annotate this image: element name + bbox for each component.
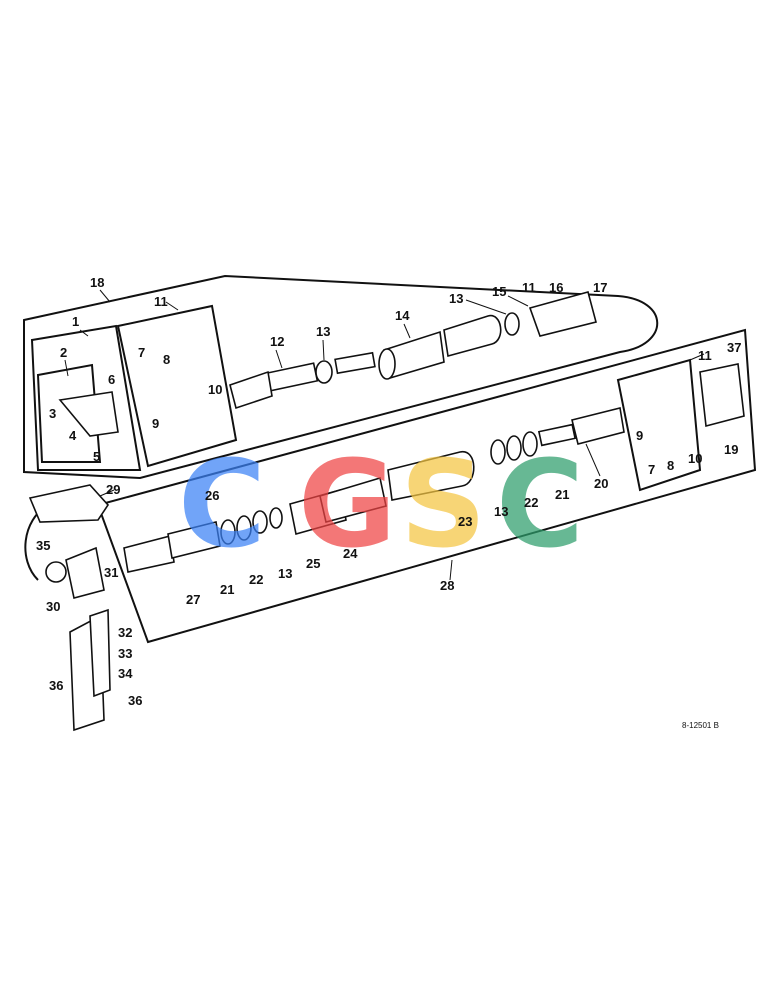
subassembly-box-11-lower <box>616 358 702 492</box>
callout-15: 15 <box>492 284 506 299</box>
callout-16: 16 <box>549 280 563 295</box>
lower-assembly-outline <box>96 328 757 644</box>
callout-28: 28 <box>440 578 454 593</box>
callout-8: 8 <box>163 352 170 367</box>
watermark: C G S C <box>178 436 584 575</box>
ring-21 <box>220 519 236 545</box>
callout-20: 20 <box>594 476 608 491</box>
callout-13-left: 13 <box>278 566 292 581</box>
callout-3: 3 <box>49 406 56 421</box>
callout-8-lower: 8 <box>667 458 674 473</box>
callout-7-lower: 7 <box>648 462 655 477</box>
shield-29 <box>28 484 110 523</box>
upper-assembly-outline <box>23 274 659 480</box>
ring-13-upper <box>315 360 333 384</box>
callout-23: 23 <box>458 514 472 529</box>
callout-2: 2 <box>60 345 67 360</box>
callout-10-lower: 10 <box>688 451 702 466</box>
callout-11-top: 11 <box>154 294 168 309</box>
key-bar <box>334 351 376 375</box>
callout-21-left: 21 <box>220 582 234 597</box>
callout-13-a: 13 <box>316 324 330 339</box>
yoke-upper-left <box>229 370 273 410</box>
callout-9: 9 <box>152 416 159 431</box>
callout-32: 32 <box>118 625 132 640</box>
yoke-20 <box>571 407 625 445</box>
callout-19: 19 <box>724 442 738 457</box>
leader-lines <box>64 289 705 581</box>
callout-25: 25 <box>306 556 320 571</box>
callout-37: 37 <box>727 340 741 355</box>
callout-17: 17 <box>593 280 607 295</box>
callout-11-right: 11 <box>522 280 536 295</box>
key-bar-lower <box>537 423 577 447</box>
ring-21-lower <box>522 431 538 457</box>
callout-7: 7 <box>138 345 145 360</box>
bearing-30 <box>45 561 67 583</box>
subassembly-box-1 <box>30 324 142 471</box>
callout-22-right: 22 <box>524 495 538 510</box>
bracket-33 <box>89 608 111 698</box>
callout-34: 34 <box>118 666 133 681</box>
bracket-31 <box>65 546 105 599</box>
shaft-12 <box>265 362 319 392</box>
callout-30: 30 <box>46 599 60 614</box>
callout-13-b: 13 <box>449 291 463 306</box>
callout-9-lower: 9 <box>636 428 643 443</box>
callout-5: 5 <box>93 449 100 464</box>
callout-labels: 18 11 1 2 3 4 5 6 7 8 9 10 12 13 14 13 1… <box>36 275 741 730</box>
ring-15 <box>504 312 520 336</box>
spline-shaft-27 <box>123 535 175 573</box>
callout-24: 24 <box>343 546 358 561</box>
subassembly-box-2 <box>36 363 102 463</box>
callout-31: 31 <box>104 565 118 580</box>
cone-shield <box>443 315 502 358</box>
callout-4: 4 <box>69 428 77 443</box>
callout-29: 29 <box>106 482 120 497</box>
callout-36-right: 36 <box>128 693 142 708</box>
callout-33: 33 <box>118 646 132 661</box>
ring-22 <box>236 515 252 541</box>
callout-13-right: 13 <box>494 504 508 519</box>
callout-36-left: 36 <box>49 678 63 693</box>
ring-22-lower <box>506 435 522 461</box>
yoke-6 <box>58 391 119 437</box>
cone-23 <box>387 451 475 501</box>
ring-25 <box>269 507 283 529</box>
callout-22-left: 22 <box>249 572 263 587</box>
callout-35: 35 <box>36 538 50 553</box>
callout-26: 26 <box>205 488 219 503</box>
subassembly-box-11 <box>116 304 238 468</box>
tube-26 <box>167 521 221 559</box>
watermark-letter-c2: C <box>496 436 584 575</box>
watermark-letter-g: G <box>298 436 397 575</box>
ring-13 <box>252 510 268 534</box>
ring-13-lower <box>490 439 506 465</box>
drawing-number: 8-12501 B <box>682 721 719 730</box>
watermark-letter-c1: C <box>178 436 266 575</box>
callout-6: 6 <box>108 372 115 387</box>
bearing-19 <box>699 363 745 428</box>
callout-12: 12 <box>270 334 284 349</box>
tube-24b <box>319 476 387 523</box>
tube-14-end <box>378 348 396 380</box>
watermark-letter-s: S <box>400 436 486 575</box>
callout-18: 18 <box>90 275 104 290</box>
callout-27: 27 <box>186 592 200 607</box>
yoke-upper-right <box>528 291 597 337</box>
callout-14: 14 <box>395 308 410 323</box>
callout-10: 10 <box>208 382 222 397</box>
callout-11-lower: 11 <box>698 348 712 363</box>
callout-1: 1 <box>72 314 79 329</box>
callout-21-right: 21 <box>555 487 569 502</box>
